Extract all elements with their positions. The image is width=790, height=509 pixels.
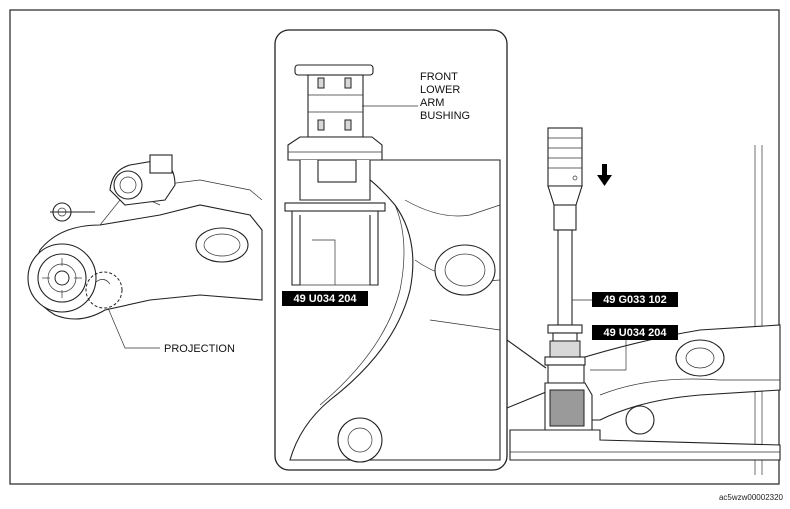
tool-tag-right-lower: 49 U034 204 [604, 327, 668, 339]
bushing-label-line2: LOWER [420, 84, 460, 96]
tool-tag-left: 49 U034 204 [294, 293, 358, 305]
detail-callout [274, 29, 547, 471]
bushing-label-line4: BUSHING [420, 110, 470, 122]
lower-arm-overview [27, 154, 263, 349]
tool-tag-right-lower-bg [592, 325, 678, 340]
bushing-label-line1: FRONT [420, 71, 458, 83]
bushing-label-line3: ARM [420, 97, 444, 109]
press-scene [509, 127, 781, 475]
projection-label: PROJECTION [164, 343, 235, 355]
press-direction-arrow [597, 164, 612, 186]
figure-id: ac5wzw00002320 [719, 493, 784, 502]
projection-highlight [85, 271, 123, 309]
tool-tag-right-upper-bg [592, 292, 678, 307]
tool-tag-right-upper: 49 G033 102 [603, 294, 667, 306]
tool-tag-left-bg [282, 291, 368, 306]
